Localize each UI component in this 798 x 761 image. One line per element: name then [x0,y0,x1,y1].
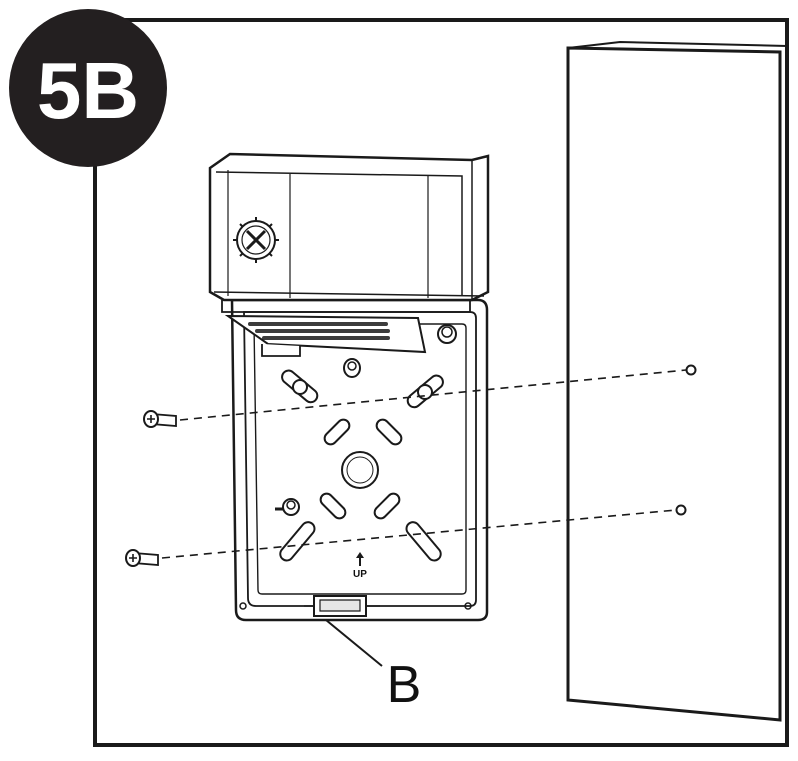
photocell-sun-icon [233,217,279,263]
step-badge: 5B [9,9,167,167]
wall-panel [566,40,788,722]
mounting-plate: UP [230,298,489,622]
mounting-slots [279,418,442,562]
diagram-frame [93,18,789,747]
wall-hole-top [685,364,697,376]
vent-holes [248,322,390,340]
lamp-housing [208,152,490,357]
standoff-top [343,358,361,378]
alignment-lines [161,369,687,559]
up-arrow-icon: UP [353,552,367,580]
keyhole-slots [281,369,444,409]
phillips-screw-icon [143,410,177,428]
up-label: UP [353,569,367,580]
standoff-right [437,324,457,344]
callout-b: B [325,619,422,714]
callout-label: B [387,656,422,714]
phillips-screw-icon [125,549,159,567]
step-label: 5B [37,46,139,135]
wall-hole-bottom [675,504,687,516]
standoff-left [275,498,300,516]
